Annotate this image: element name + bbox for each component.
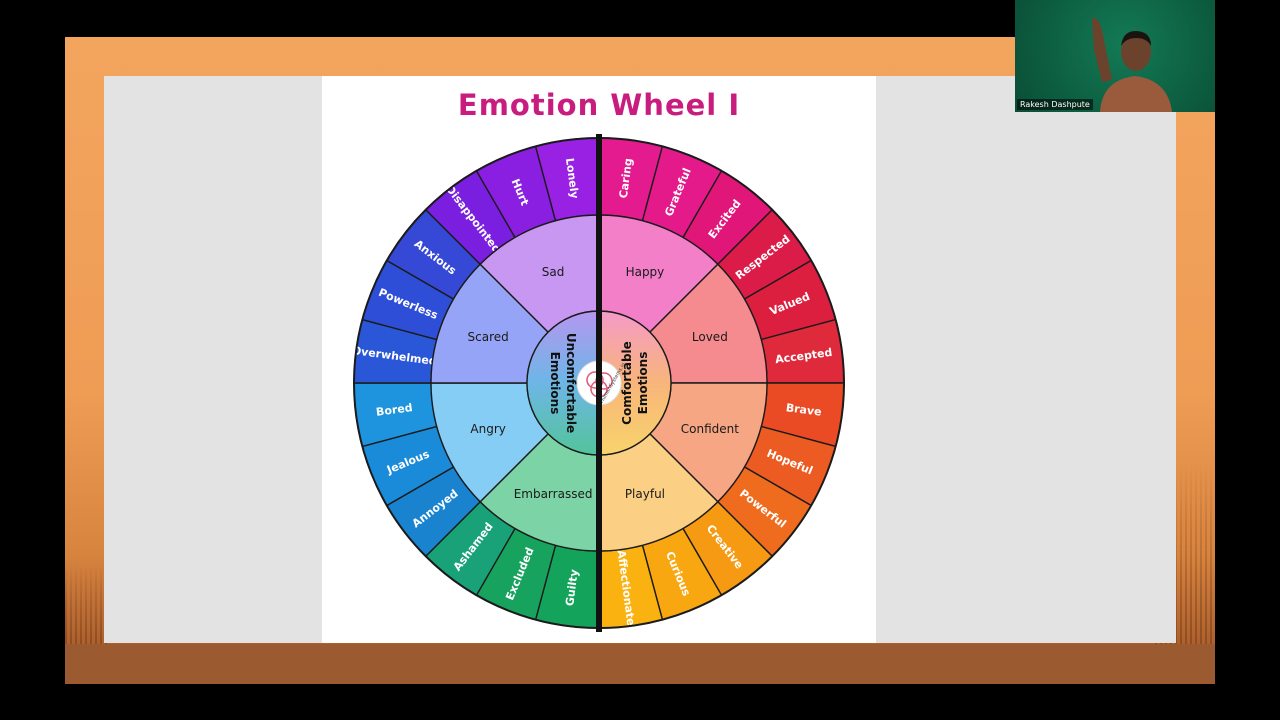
center-left-text-0: Uncomfortable: [564, 333, 578, 433]
center-right-half: [598, 310, 672, 456]
core-label-playful: Playful: [625, 487, 665, 501]
participant-video[interactable]: Rakesh Dashpute: [1015, 0, 1215, 112]
outer-label-lonely: Lonely: [563, 157, 581, 199]
outer-label-guilty: Guilty: [563, 569, 581, 607]
core-label-happy: Happy: [626, 265, 665, 279]
center-right-text-0: Comfortable: [620, 341, 634, 425]
participant-name-tag: Rakesh Dashpute: [1017, 99, 1093, 110]
background-grass-left: [65, 564, 110, 644]
core-label-loved: Loved: [692, 330, 728, 344]
stage-bottom-band: [65, 644, 1215, 684]
outer-label-bored: Bored: [375, 401, 413, 419]
core-label-confident: Confident: [681, 422, 739, 436]
slide-title: Emotion Wheel I: [457, 88, 741, 122]
core-label-scared: Scared: [468, 330, 509, 344]
center-right-text-1: Emotions: [636, 352, 650, 415]
participant-figure: [1092, 17, 1172, 112]
center-left-text-1: Emotions: [548, 352, 562, 415]
center-left-half: [526, 310, 600, 456]
inner-ring: [430, 214, 768, 552]
core-label-sad: Sad: [542, 265, 565, 279]
outer-label-brave: Brave: [785, 401, 822, 419]
outer-label-caring: Caring: [617, 157, 635, 199]
core-label-embarrassed: Embarrassed: [514, 487, 593, 501]
core-label-angry: Angry: [470, 422, 505, 436]
